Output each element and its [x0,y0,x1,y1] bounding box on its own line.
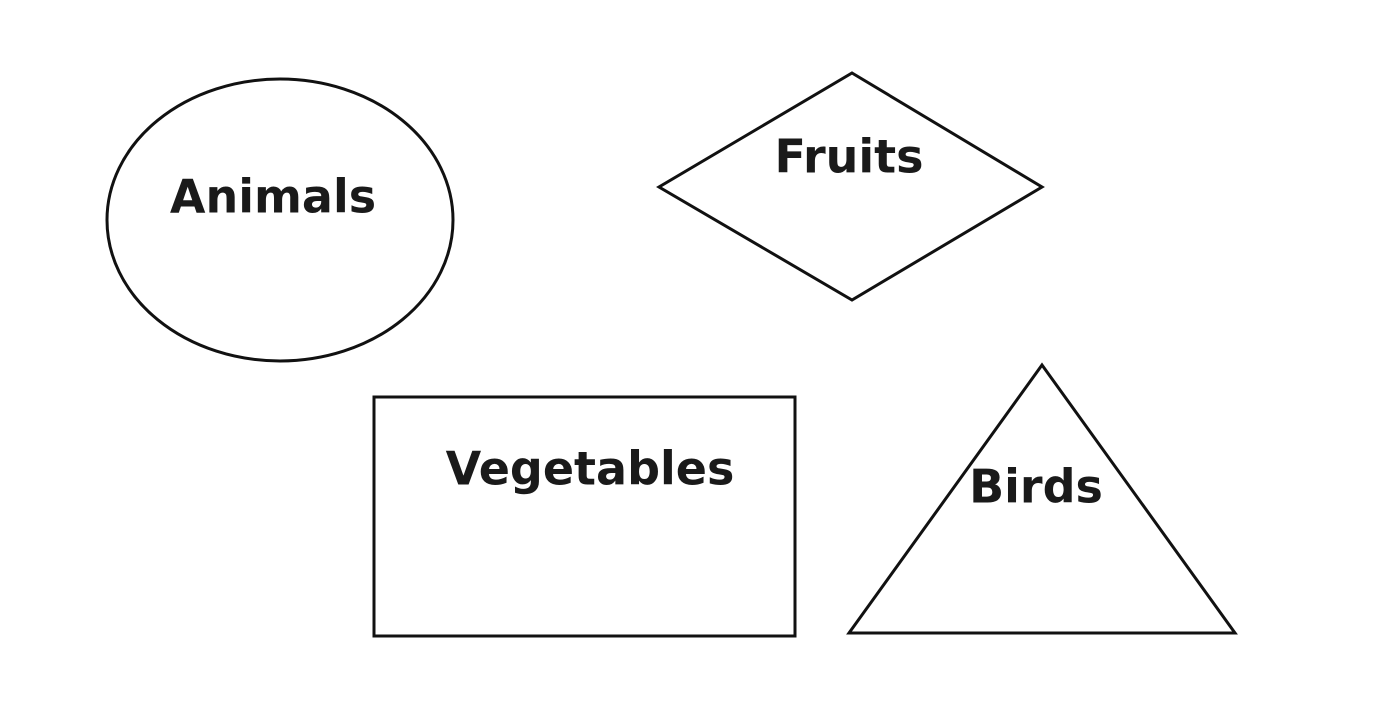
animals-label: Animals [170,170,376,224]
vegetables-rectangle [372,395,797,638]
birds-node: Birds [846,362,1238,635]
vegetables-label: Vegetables [446,442,735,496]
fruits-node: Fruits [656,71,1045,302]
fruits-label: Fruits [774,130,923,184]
animals-ellipse [105,77,455,363]
birds-triangle [846,362,1238,635]
fruits-diamond [656,71,1045,302]
birds-label: Birds [969,460,1103,514]
animals-node: Animals [105,77,455,363]
vegetables-node: Vegetables [372,395,797,638]
